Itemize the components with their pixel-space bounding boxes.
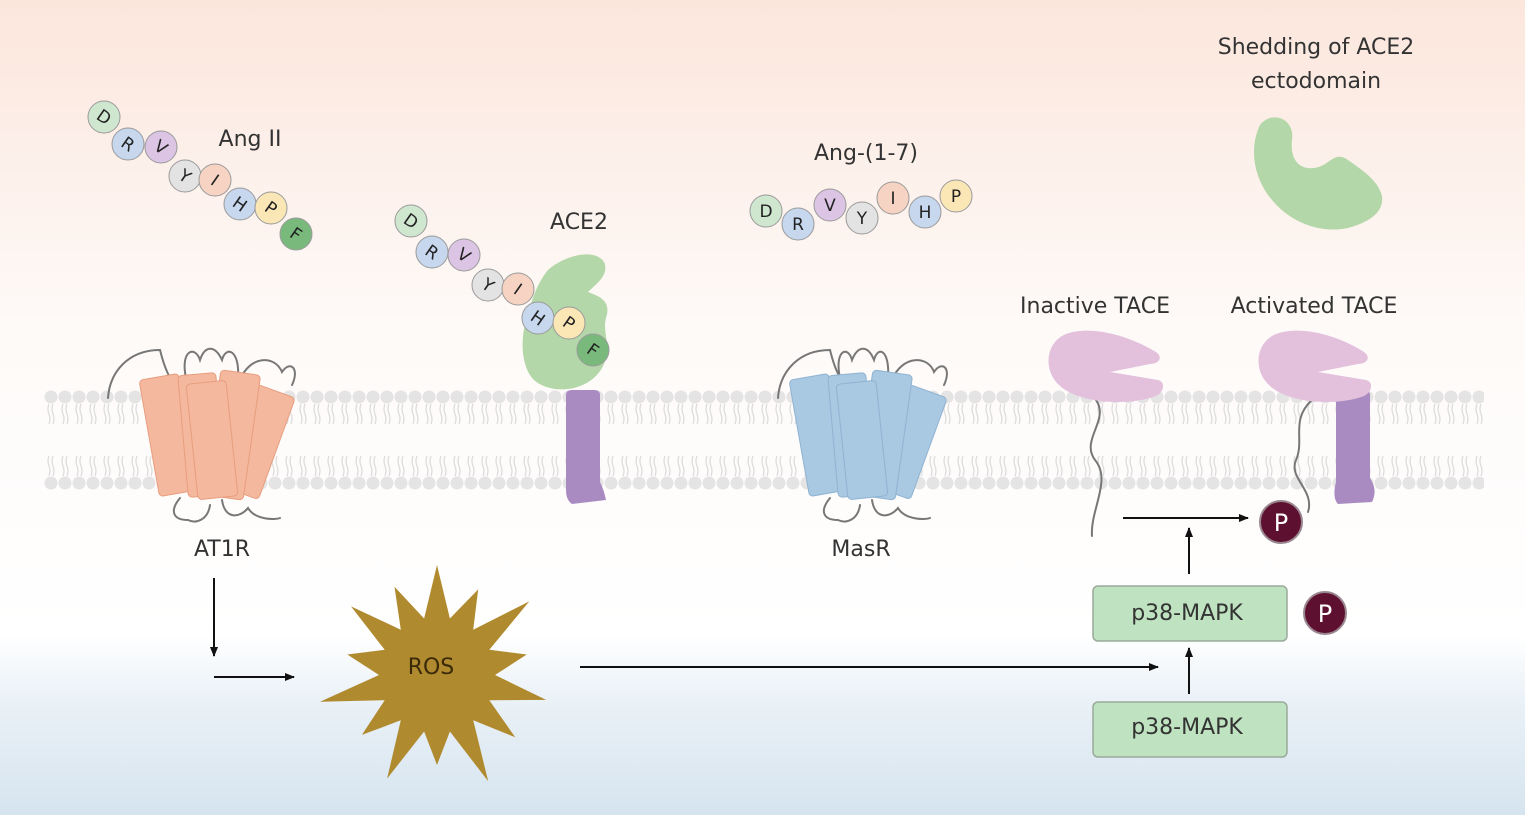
masr-label: MasR [831, 537, 890, 562]
shedding-label-line2: ectodomain [1251, 69, 1381, 94]
ros-burst [320, 565, 547, 782]
ros-label: ROS [408, 655, 455, 680]
inactive-tace [1048, 330, 1164, 537]
residue-I: I [501, 272, 535, 306]
svg-text:I: I [890, 189, 895, 209]
at1r-label: AT1R [194, 537, 250, 562]
phospho-tace-badge: P [1259, 500, 1303, 544]
residue-Y: Y [471, 268, 505, 302]
residue-Y: Y [168, 159, 202, 193]
residue-I: I [876, 181, 910, 215]
masr-receptor [777, 347, 948, 523]
ang2-label: Ang II [219, 127, 282, 152]
residue-V: V [144, 130, 178, 164]
svg-text:P: P [951, 187, 961, 207]
shed-ace2-ectodomain [1253, 117, 1383, 230]
residue-P: P [552, 306, 586, 340]
residue-I: I [198, 163, 232, 197]
residue-R: R [415, 235, 449, 269]
residue-H: H [908, 195, 942, 229]
residue-R: R [781, 207, 815, 241]
svg-text:Y: Y [856, 209, 868, 229]
residue-H: H [521, 301, 555, 335]
svg-text:D: D [759, 202, 772, 222]
residue-P: P [939, 179, 973, 213]
activated-tace-label: Activated TACE [1231, 294, 1398, 319]
at1r-receptor [107, 347, 296, 523]
ace2-label: ACE2 [550, 210, 608, 235]
tace-transmembrane-domain [1334, 390, 1375, 504]
p38-mapk-inactive: p38-MAPK [1092, 701, 1288, 758]
phospho-tace-text: P [1274, 509, 1288, 537]
residue-V: V [447, 238, 481, 272]
ang17-label: Ang-(1-7) [814, 141, 918, 166]
inactive-tace-label: Inactive TACE [1020, 294, 1170, 319]
shedding-label-line1: Shedding of ACE2 [1218, 35, 1415, 60]
p38-mapk-phosphorylated: p38-MAPK [1092, 585, 1288, 642]
svg-text:V: V [824, 196, 836, 216]
phospho-p38-badge: P [1303, 591, 1347, 635]
residue-H: H [223, 187, 257, 221]
residue-F: F [576, 333, 610, 367]
residue-D: D [87, 100, 121, 134]
residue-F: F [279, 217, 313, 251]
svg-text:H: H [919, 203, 932, 223]
phospho-p38-text: P [1318, 600, 1332, 628]
residue-D: D [749, 194, 783, 228]
p38-upper-label: p38-MAPK [1131, 601, 1243, 626]
ace2-transmembrane-domain [566, 390, 606, 504]
residue-R: R [111, 127, 145, 161]
residue-D: D [394, 204, 428, 238]
p38-lower-label: p38-MAPK [1131, 715, 1243, 740]
residue-V: V [813, 188, 847, 222]
svg-text:R: R [792, 215, 804, 235]
residue-P: P [254, 191, 288, 225]
residue-Y: Y [845, 201, 879, 235]
activated-tace [1258, 330, 1375, 513]
